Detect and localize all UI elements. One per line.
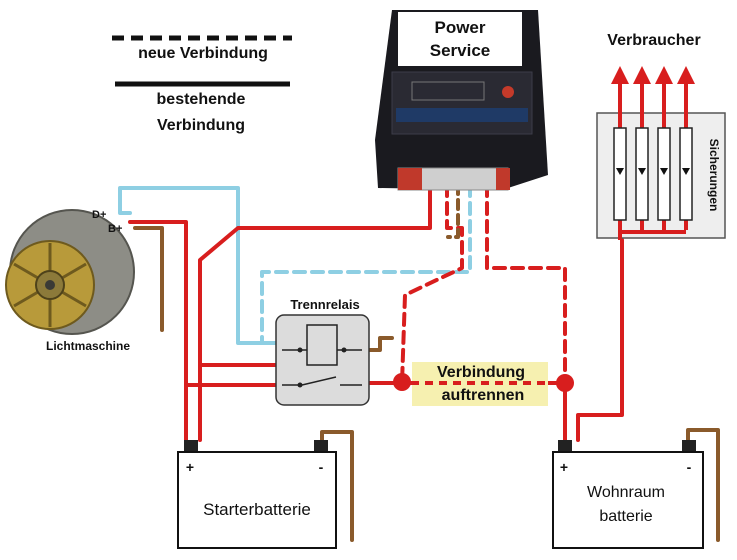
fuse-symbol-1 — [616, 168, 624, 175]
relay-switch-arm — [301, 376, 337, 386]
starter-battery-plus: + — [186, 459, 194, 475]
relay-label: Trennrelais — [290, 297, 359, 312]
arrow-icon-4 — [677, 66, 695, 84]
relay: Trennrelais — [275, 297, 370, 406]
relay-coil — [306, 324, 338, 366]
alternator-terminal-b: B+ — [108, 223, 122, 235]
fuse-symbol-4 — [682, 168, 690, 175]
alternator-shaft — [45, 280, 55, 290]
relay-coil-dot-right — [341, 347, 347, 353]
starter-battery-label: Starterbatterie — [203, 500, 311, 519]
arrow-icon-2 — [633, 66, 651, 84]
cut-connection-note: Verbindung auftrennen — [393, 362, 574, 406]
device-label-plate — [398, 12, 522, 66]
power-service-device: Power Service — [375, 10, 548, 191]
device-terminal-left — [398, 168, 422, 190]
cut-point-right — [556, 374, 574, 392]
house-battery-terminal-minus — [682, 440, 696, 452]
house-ground-wire — [686, 428, 720, 542]
device-to-relay-wire-new — [400, 183, 464, 385]
starter-battery-terminal-plus — [184, 440, 198, 452]
starter-battery-terminal-minus — [314, 440, 328, 452]
relay-switch-dot — [297, 382, 303, 388]
cut-note-line1: Verbindung — [437, 364, 525, 381]
device-label-line2: Service — [430, 41, 491, 60]
house-battery-label-line1: Wohnraum — [587, 484, 665, 501]
device-to-starter-wire — [198, 183, 432, 442]
legend-existing-connection-label-1: bestehende — [157, 91, 246, 108]
legend-existing-connection-label-2: Verbindung — [157, 117, 245, 134]
alternator-ground-wire — [133, 226, 164, 332]
device-panel — [391, 71, 533, 135]
house-battery-minus: - — [687, 459, 692, 475]
signal-wire-existing — [118, 186, 284, 345]
alternator-to-starter-wire — [128, 220, 188, 442]
device-led — [502, 86, 514, 98]
device-terminal-right — [496, 168, 510, 190]
fuse-symbols — [616, 168, 690, 175]
house-battery-terminal-plus — [558, 440, 572, 452]
device-to-house-wire-new — [485, 183, 567, 385]
arrow-icon-1 — [611, 66, 629, 84]
relay-body — [275, 314, 370, 406]
cut-point-left — [393, 373, 411, 391]
signal-wire-new — [260, 183, 472, 345]
house-battery-plus: + — [560, 459, 568, 475]
house-battery-body — [552, 451, 704, 549]
device-indicator — [411, 81, 485, 101]
relay-coil-dot-left — [297, 347, 303, 353]
alternator-terminal-d: D+ — [92, 209, 106, 221]
arrow-icon-3 — [655, 66, 673, 84]
wires — [118, 183, 720, 542]
alternator-label: Lichtmaschine — [46, 339, 130, 353]
house-to-consumers-wire — [576, 238, 624, 442]
consumers-group: Verbraucher Sicherungen — [596, 32, 726, 240]
consumers-title: Verbraucher — [607, 32, 700, 49]
device-ground-wire-new — [446, 183, 460, 239]
legend: neue Verbindung bestehende Verbindung — [112, 35, 292, 134]
alternator: D+ B+ Lichtmaschine — [5, 209, 135, 353]
device-label-line1: Power — [434, 18, 485, 37]
house-battery: + - Wohnraum batterie — [552, 440, 704, 549]
starter-battery-minus: - — [319, 459, 324, 475]
legend-new-connection-label: neue Verbindung — [138, 45, 268, 62]
fuse-symbol-2 — [638, 168, 646, 175]
starter-ground-wire — [320, 430, 354, 542]
house-battery-label-line2: batterie — [599, 508, 652, 525]
starter-battery-body — [177, 451, 337, 549]
device-panel-stripe — [396, 108, 528, 122]
fuses-label: Sicherungen — [707, 139, 721, 212]
relay-ground-wire — [360, 336, 394, 352]
cut-note-line2: auftrennen — [442, 387, 525, 404]
fuse-symbol-3 — [660, 168, 668, 175]
fuse-arrows — [611, 66, 695, 84]
starter-battery: + - Starterbatterie — [177, 440, 337, 549]
